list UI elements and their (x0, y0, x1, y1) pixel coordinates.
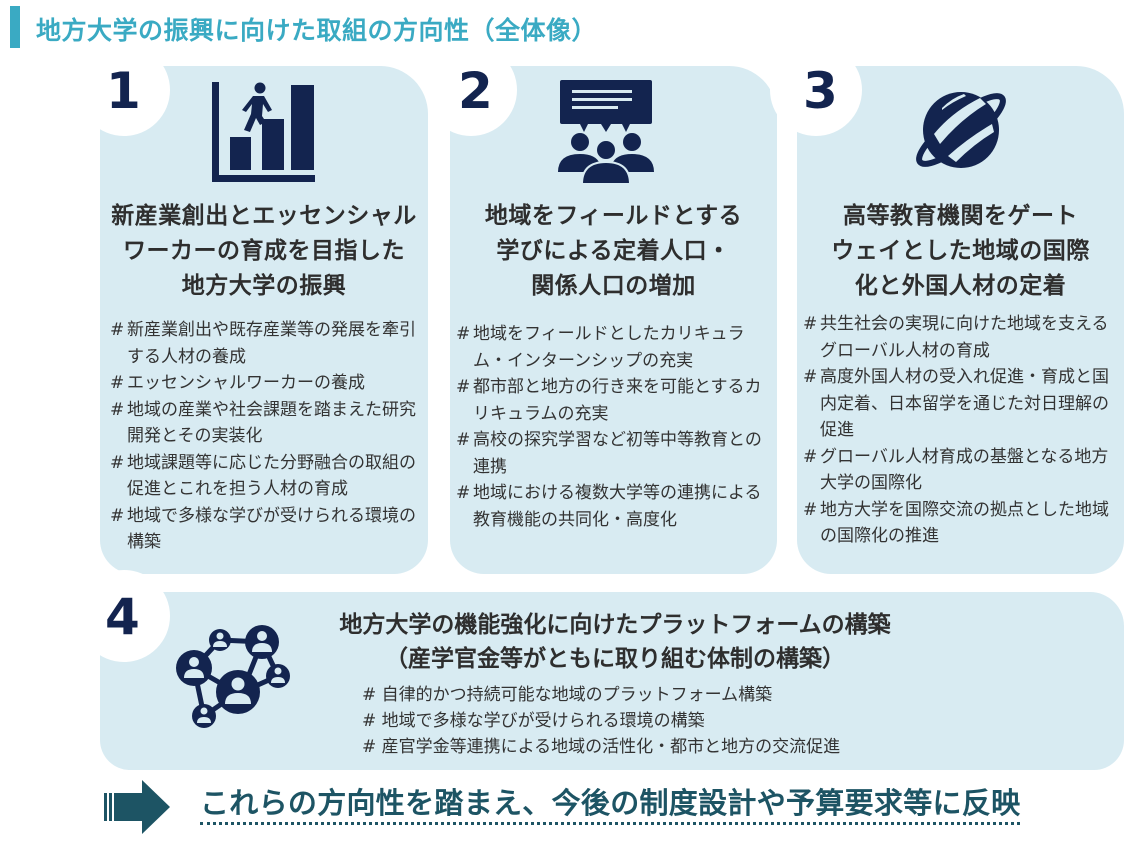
bullet-item: #都市部と地方の行き来を可能とするカリキュラムの充実 (456, 374, 774, 427)
number-badge-1-bg (78, 44, 170, 136)
hash-marker: # (110, 373, 125, 393)
hash-marker: # (110, 505, 125, 526)
person-climbing-bar-chart-icon (212, 82, 317, 184)
bullet-item: #地域における複数大学等の連携による教育機能の共同化・高度化 (456, 480, 774, 533)
hash-marker: # (803, 314, 818, 334)
bullet-item: #地域の産業や社会課題を踏まえた研究開発とその実装化 (110, 397, 422, 450)
bullet-item: #高度外国人材の受入れ促進・育成と国内定着、日本留学を通じた対日理解の促進 (803, 364, 1121, 444)
card-3-bullets: #共生社会の実現に向けた地域を支えるグローバル人材の育成 #高度外国人材の受入れ… (803, 311, 1121, 550)
title-accent-bar (10, 6, 20, 48)
bullet-text: 地域をフィールドとしたカリキュラム・インターンシップの充実 (473, 324, 745, 371)
bullet-text: 高度外国人材の受入れ促進・育成と国内定着、日本留学を通じた対日理解の促進 (820, 367, 1109, 440)
bullet-text: 共生社会の実現に向けた地域を支えるグローバル人材の育成 (820, 314, 1109, 361)
bullet-text: 新産業創出や既存産業等の発展を牽引する人材の養成 (127, 320, 416, 367)
hash-marker: # (803, 446, 818, 467)
page-title: 地方大学の振興に向けた取組の方向性（全体像） (36, 16, 598, 45)
heading-line: 関係人口の増加 (531, 273, 696, 299)
bullet-item: #高校の探究学習など初等中等教育との連携 (456, 427, 774, 480)
hash-marker: # (456, 377, 471, 397)
hash-marker: # (110, 399, 125, 420)
bullet-text: 地域課題等に応じた分野融合の取組の促進とこれを担う人材の育成 (127, 452, 416, 500)
bullet-text: 高校の探究学習など初等中等教育との連携 (473, 430, 762, 477)
hash-marker: # (456, 430, 471, 450)
bullet-item: #共生社会の実現に向けた地域を支えるグローバル人材の育成 (803, 311, 1121, 364)
hash-marker: # (456, 324, 471, 344)
heading-line: 地域をフィールドとする (484, 203, 743, 229)
bullet-item: #地域をフィールドとしたカリキュラム・インターンシップの充実 (456, 321, 774, 374)
number-badge-3: 3 (803, 62, 838, 120)
bullet-item: # 地域で多様な学びが受けられる環境の構築 (362, 711, 705, 731)
bullet-text: 地方大学を国際交流の拠点とした地域の国際化の推進 (820, 499, 1109, 547)
card-4-heading: 地方大学の機能強化に向けたプラットフォームの構築 （産学官金等がともに取り組む体… (300, 608, 930, 676)
bullet-text: エッセンシャルワーカーの養成 (127, 373, 365, 393)
heading-line: 新産業創出とエッセンシャル (111, 203, 417, 229)
bullet-item: #グローバル人材育成の基盤となる地方大学の国際化 (803, 444, 1121, 497)
heading-line: （産学官金等がともに取り組む体制の構築） (385, 646, 845, 672)
heading-line: 地方大学の振興 (181, 273, 347, 299)
bullet-item: #新産業創出や既存産業等の発展を牽引する人材の養成 (110, 317, 422, 370)
bullet-item: #地方大学を国際交流の拠点とした地域の国際化の推進 (803, 497, 1121, 550)
card-1-bullets: #新産業創出や既存産業等の発展を牽引する人材の養成 #エッセンシャルワーカーの養… (110, 317, 422, 556)
bullet-text: グローバル人材育成の基盤となる地方大学の国際化 (820, 446, 1109, 494)
bullet-text: 地域の産業や社会課題を踏まえた研究開発とその実装化 (127, 399, 416, 447)
hash-marker: # (110, 320, 125, 340)
card-2-heading: 地域をフィールドとする 学びによる定着人口・ 関係人口の増加 (450, 199, 777, 304)
hash-marker: # (110, 452, 125, 473)
heading-line: ウェイとした地域の国際 (831, 238, 1090, 264)
card-2-bullets: #地域をフィールドとしたカリキュラム・インターンシップの充実 #都市部と地方の行… (456, 321, 774, 533)
number-badge-2: 2 (458, 62, 493, 120)
right-arrow-icon (104, 780, 170, 838)
hash-marker: # (803, 499, 818, 520)
number-badge-1: 1 (106, 62, 141, 120)
heading-line: 学びによる定着人口・ (496, 238, 731, 264)
people-network-icon (172, 620, 294, 732)
bullet-item: #地域で多様な学びが受けられる環境の構築 (110, 503, 422, 556)
number-badge-4-bg (78, 570, 170, 662)
number-badge-3-bg (770, 44, 862, 136)
hash-marker: # (456, 483, 471, 503)
heading-line: ワーカーの育成を目指した (123, 238, 405, 264)
heading-line: 化と外国人材の定着 (854, 273, 1067, 299)
bullet-text: 都市部と地方の行き来を可能とするカリキュラムの充実 (473, 377, 762, 424)
heading-line: 高等教育機関をゲート (843, 203, 1078, 229)
bullet-text: 地域で多様な学びが受けられる環境の構築 (127, 505, 416, 553)
bullet-item: # 自律的かつ持続可能な地域のプラットフォーム構築 (362, 685, 773, 705)
bullet-text: 地域における複数大学等の連携による教育機能の共同化・高度化 (473, 483, 762, 530)
group-discussion-icon (556, 80, 656, 184)
card-3-heading: 高等教育機関をゲート ウェイとした地域の国際 化と外国人材の定着 (797, 199, 1124, 304)
bullet-item: # 産官学金等連携による地域の活性化・都市と地方の交流促進 (362, 737, 841, 757)
number-badge-4: 4 (105, 588, 140, 646)
footer-conclusion: これらの方向性を踏まえ、今後の制度設計や予算要求等に反映 (200, 784, 1021, 825)
bullet-item: #地域課題等に応じた分野融合の取組の促進とこれを担う人材の育成 (110, 450, 422, 503)
hash-marker: # (803, 367, 818, 387)
bullet-item: #エッセンシャルワーカーの養成 (110, 370, 422, 397)
planet-globe-icon (912, 82, 1010, 178)
card-4-bullets: # 自律的かつ持続可能な地域のプラットフォーム構築 # 地域で多様な学びが受けら… (362, 682, 840, 760)
heading-line: 地方大学の機能強化に向けたプラットフォームの構築 (339, 612, 891, 638)
number-badge-2-bg (425, 44, 517, 136)
card-1-heading: 新産業創出とエッセンシャル ワーカーの育成を目指した 地方大学の振興 (100, 199, 428, 304)
